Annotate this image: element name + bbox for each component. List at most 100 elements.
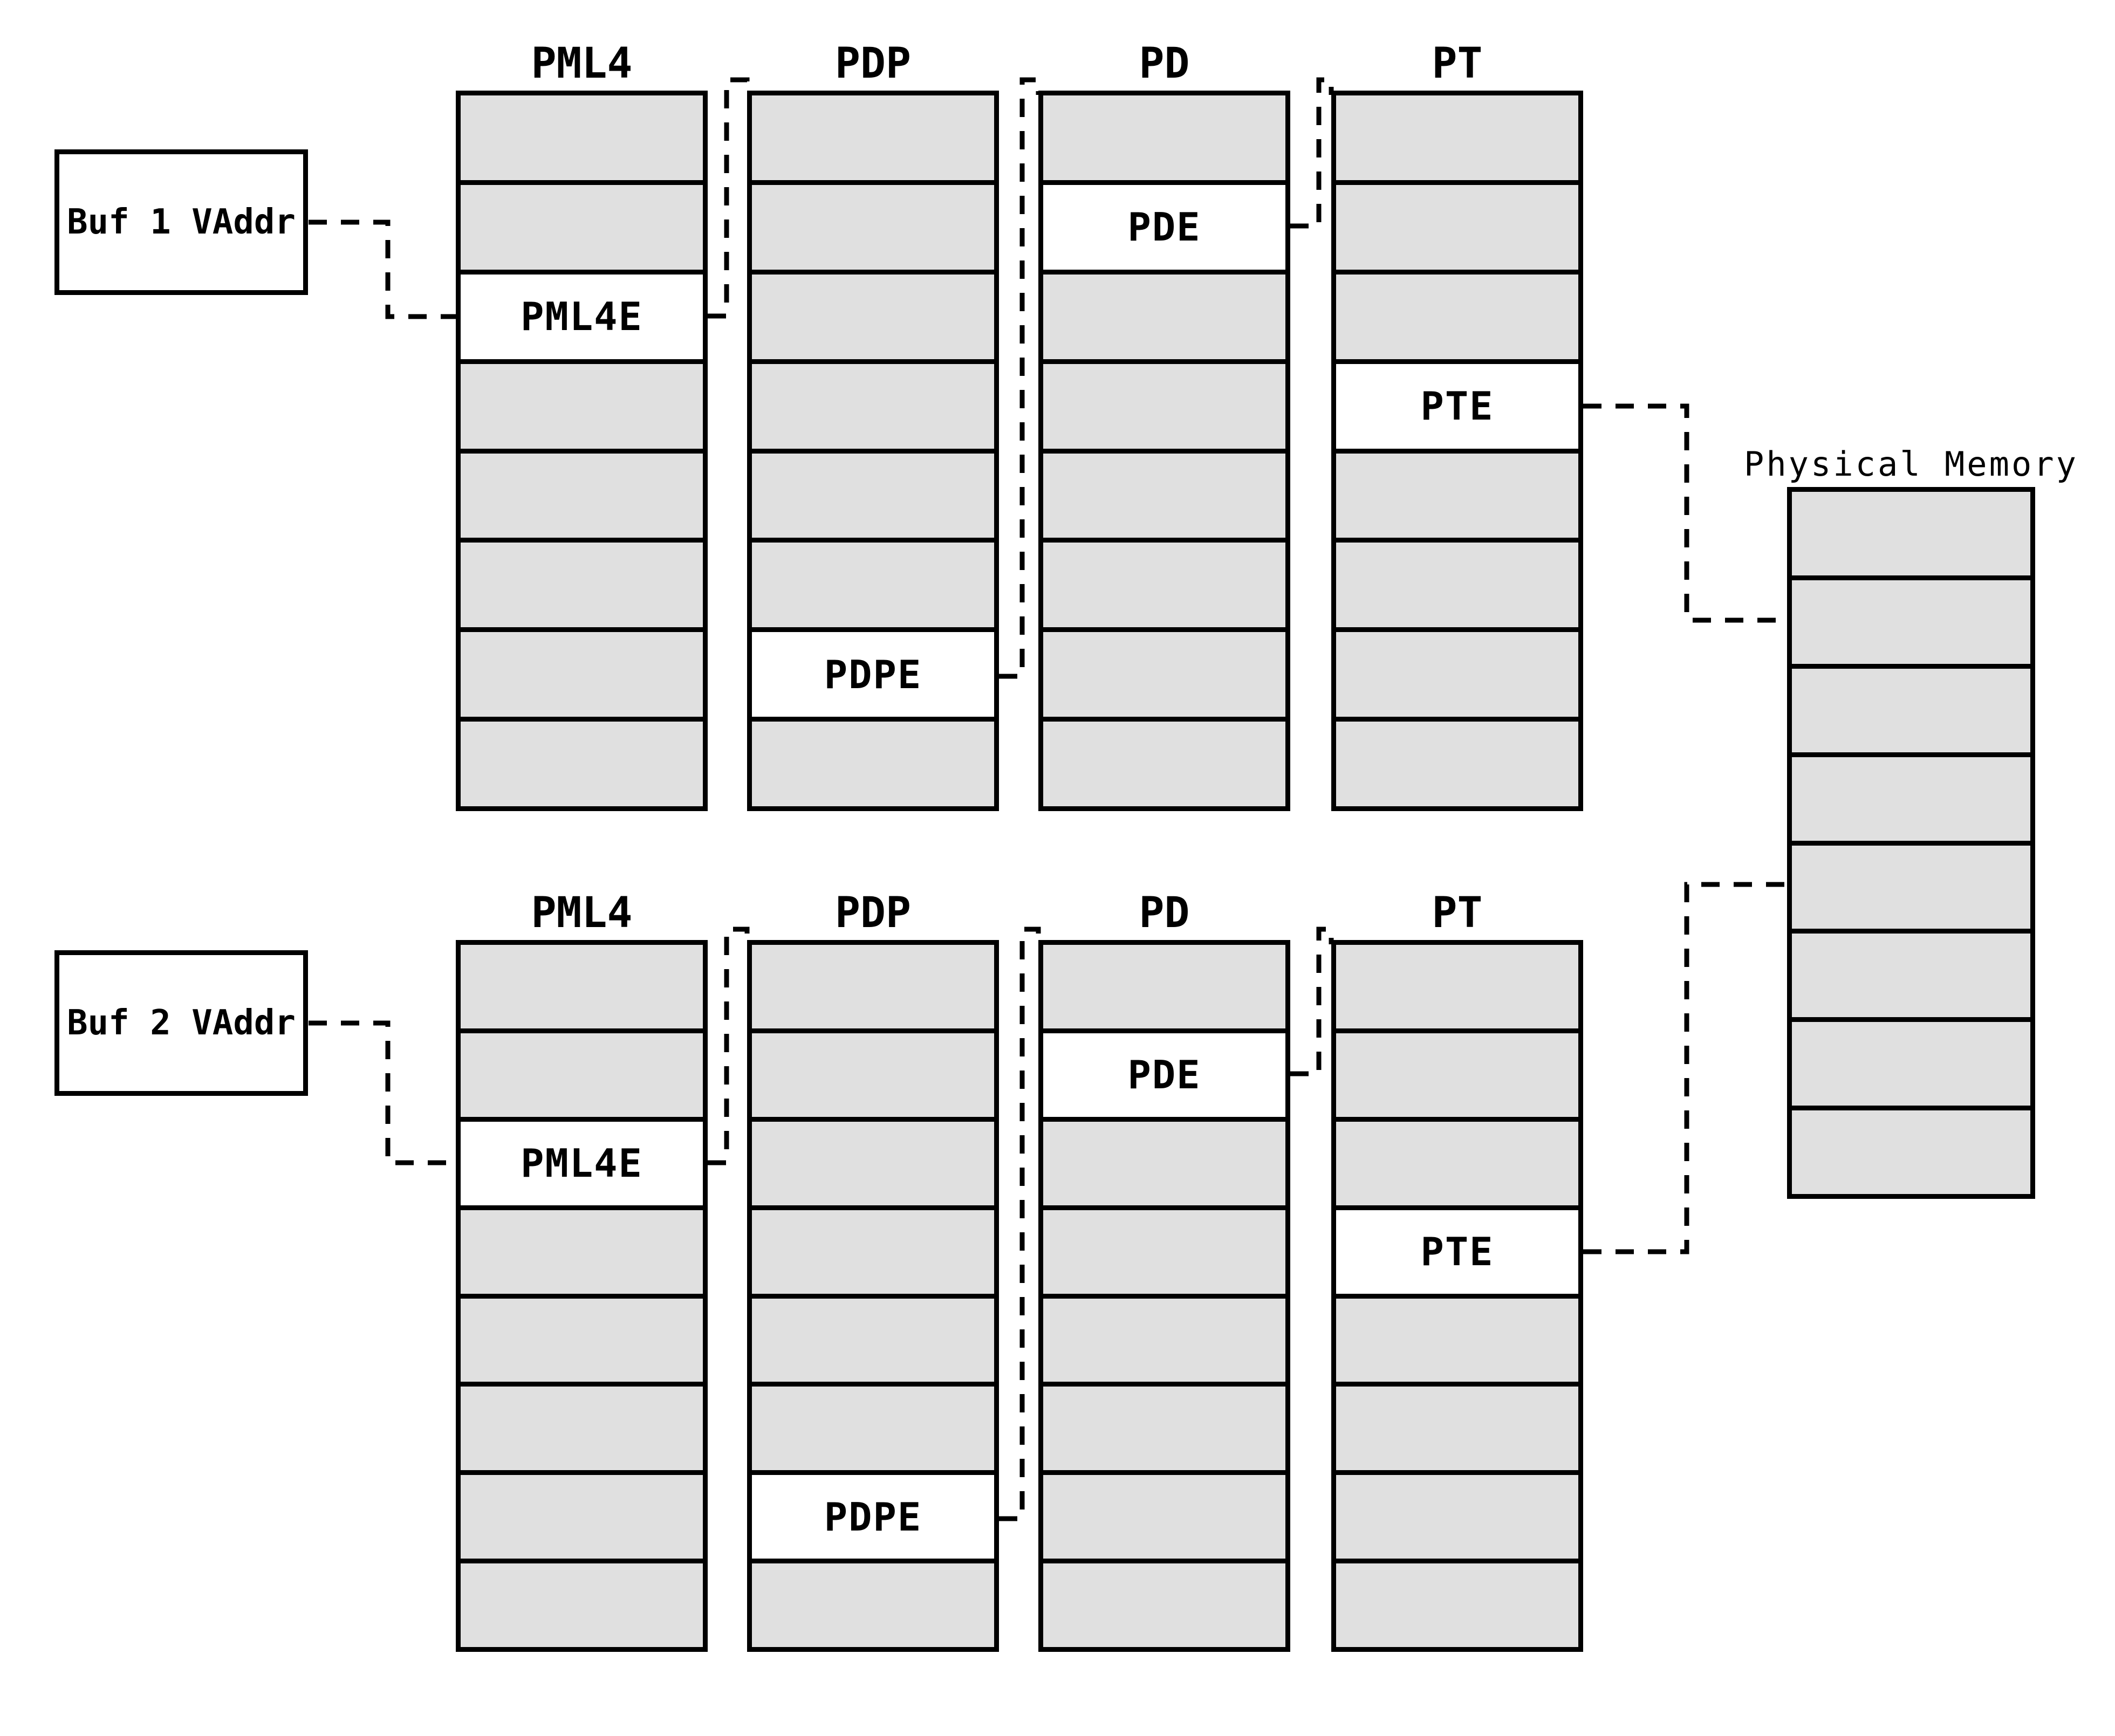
pt-table-top-title: PT <box>1432 39 1483 88</box>
pt-table-bottom-rows: PTE <box>1336 945 1578 1647</box>
table-row <box>1792 1110 2030 1194</box>
table-row <box>461 1033 703 1122</box>
table-row <box>1043 95 1285 185</box>
entry-label: PML4E <box>521 1141 643 1186</box>
entry-label: PML4E <box>521 294 643 340</box>
pml4-table-top-rows: PML4E <box>461 95 703 806</box>
pt-table-top-rows: PTE <box>1336 95 1578 806</box>
table-row <box>461 1387 703 1476</box>
connector-top-pml4e-to-pdp <box>708 77 750 319</box>
table-row <box>1043 1475 1285 1564</box>
table-row <box>461 1475 703 1564</box>
connector-bottom-pde-to-pt <box>1290 927 1334 1076</box>
pdp-table-top: PDP PDPE <box>747 43 999 811</box>
table-row <box>1043 632 1285 722</box>
pd-table-top-rows: PDE <box>1043 95 1285 806</box>
table-row <box>461 95 703 185</box>
table-row <box>1336 274 1578 364</box>
table-row <box>1792 1022 2030 1111</box>
connector-buf2-to-pml4e <box>309 1020 456 1165</box>
buf2-label: Buf 2 VAddr <box>67 1003 296 1043</box>
table-row <box>1792 580 2030 669</box>
table-row <box>752 1033 994 1122</box>
table-row <box>1043 1121 1285 1210</box>
table-row <box>1336 1298 1578 1387</box>
buf1-label: Buf 1 VAddr <box>67 202 296 242</box>
physical-memory-title: Physical Memory <box>1744 444 2078 484</box>
table-row <box>461 543 703 633</box>
table-row <box>461 363 703 454</box>
pdp-table-bottom: PDP PDPE <box>747 892 999 1652</box>
table-row <box>461 1298 703 1387</box>
table-row <box>1336 1121 1578 1210</box>
table-row <box>1336 453 1578 543</box>
table-row-highlight: PTE <box>1336 1210 1578 1299</box>
table-row-highlight: PML4E <box>461 274 703 364</box>
table-row <box>1792 757 2030 846</box>
table-row <box>1336 632 1578 722</box>
table-row <box>1336 1387 1578 1476</box>
table-row <box>752 722 994 806</box>
pd-table-bottom-rows: PDE <box>1043 945 1285 1647</box>
pml4-table-top: PML4 PML4E <box>456 43 708 811</box>
table-row <box>1043 722 1285 806</box>
connector-bottom-pte-to-physical-memory <box>1583 882 1787 1254</box>
entry-label: PDPE <box>824 651 922 697</box>
table-row <box>461 453 703 543</box>
connector-top-pde-to-pt <box>1290 77 1334 229</box>
table-row <box>1336 722 1578 806</box>
pml4-table-bottom-rows: PML4E <box>461 945 703 1647</box>
pdp-table-top-title: PDP <box>835 39 911 88</box>
table-row <box>752 184 994 275</box>
table-row <box>1336 184 1578 275</box>
table-row <box>1336 1563 1578 1647</box>
pd-table-top: PD PDE <box>1038 43 1290 811</box>
table-row <box>1336 95 1578 185</box>
connector-bottom-pdpe-to-pd <box>999 927 1041 1521</box>
connector-bottom-pml4e-to-pdp <box>708 927 750 1165</box>
connector-buf1-to-pml4e <box>309 219 456 319</box>
table-row <box>1792 845 2030 934</box>
pml4-table-top-title: PML4 <box>531 39 633 88</box>
table-row <box>1043 363 1285 454</box>
entry-label: PDPE <box>824 1494 922 1540</box>
pml4-table-bottom-title: PML4 <box>531 889 633 937</box>
pdp-table-bottom-rows: PDPE <box>752 945 994 1647</box>
pdp-table-top-rows: PDPE <box>752 95 994 806</box>
physical-memory-rows <box>1792 492 2030 1194</box>
table-row <box>1043 543 1285 633</box>
pd-table-bottom-title: PD <box>1139 889 1190 937</box>
table-row <box>752 543 994 633</box>
physical-memory-table: Physical Memory <box>1744 448 2076 1199</box>
entry-label: PDE <box>1127 204 1201 250</box>
table-row <box>1043 1298 1285 1387</box>
table-row-highlight: PDPE <box>752 1475 994 1564</box>
table-row <box>1336 1033 1578 1122</box>
table-row <box>461 722 703 806</box>
entry-label: PTE <box>1420 383 1494 429</box>
table-row <box>752 945 994 1033</box>
table-row <box>1336 1475 1578 1564</box>
pt-table-top: PT PTE <box>1331 43 1583 811</box>
table-row <box>461 945 703 1033</box>
table-row <box>461 1563 703 1647</box>
table-row <box>752 363 994 454</box>
table-row <box>752 1563 994 1647</box>
table-row <box>752 1387 994 1476</box>
table-row <box>1043 453 1285 543</box>
pt-table-bottom-title: PT <box>1432 889 1483 937</box>
pdp-table-bottom-title: PDP <box>835 889 911 937</box>
table-row <box>752 95 994 185</box>
table-row <box>461 184 703 275</box>
entry-label: PDE <box>1127 1052 1201 1098</box>
table-row <box>752 1210 994 1299</box>
table-row <box>1792 492 2030 580</box>
table-row <box>752 274 994 364</box>
entry-label: PTE <box>1420 1229 1494 1275</box>
pd-table-top-title: PD <box>1139 39 1190 88</box>
table-row-highlight: PML4E <box>461 1121 703 1210</box>
table-row <box>1336 543 1578 633</box>
connector-top-pte-to-physical-memory <box>1583 403 1787 623</box>
virtual-address-box-buf2: Buf 2 VAddr <box>54 950 308 1096</box>
